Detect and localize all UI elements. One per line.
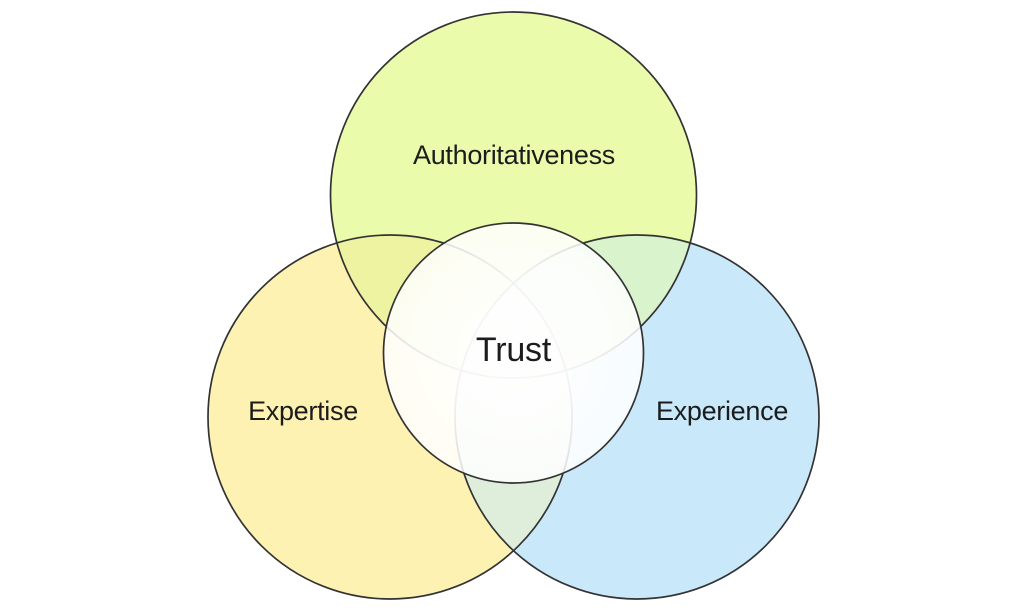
- label-expertise: Expertise: [248, 396, 358, 426]
- label-experience: Experience: [656, 396, 788, 426]
- center-circle-trust: [382, 222, 645, 484]
- label-trust: Trust: [476, 331, 552, 369]
- label-authoritativeness: Authoritativeness: [413, 140, 615, 170]
